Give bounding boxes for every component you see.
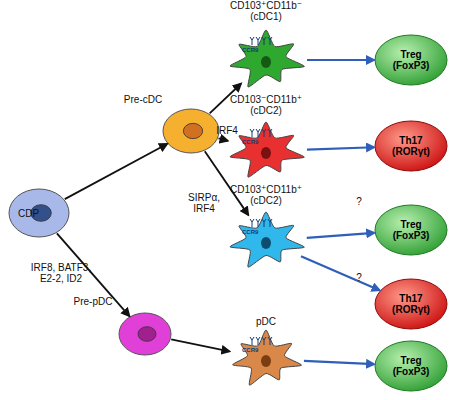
arrow-connector [307,233,374,238]
cell-outline [162,108,220,154]
receptor-symbol [250,129,272,137]
t-cell: Th17 (RORγt) [374,278,448,330]
t-cell: Treg (FoxP3) [374,340,448,392]
receptor-symbol [250,219,254,227]
progenitor-cell: Pre-pDC [118,312,172,356]
receptor-symbol [268,337,272,345]
cell-body [230,30,304,87]
cell-nucleus [261,56,271,68]
cell-body [233,330,302,385]
cell-heading: CD103⁺CD11b⁻ (cDC1) [226,0,306,22]
cell-body [230,212,304,267]
cell-nucleus [261,237,271,249]
receptor-symbol [250,37,254,45]
receptor-symbol [256,337,260,345]
cell-outline [225,212,307,270]
arrow-connector [171,339,229,351]
arrow-connector [65,144,167,199]
receptor-symbol [262,337,266,345]
t-cell: Th17 (RORγt) [374,120,448,172]
receptor-symbol [256,129,260,137]
arrow-connector [307,59,374,61]
cell-label: Treg (FoxP3) [384,355,438,377]
progenitor-cell: Pre-cDC [162,108,220,154]
cell-outline [228,330,304,388]
receptor-label: CCR9 [242,347,258,353]
progenitor-cell: CDP [8,188,70,238]
dendritic-cell: CD103⁺CD11b⁺ (cDC2)CCR9 [225,212,307,270]
cell-body [375,341,447,391]
arrow-connector [210,84,241,114]
cell-heading: CD103⁺CD11b⁺ (cDC2) [226,184,306,206]
cell-label: CDP [18,208,39,219]
edge-label: IRF4 [212,125,242,136]
cell-label: Th17 (RORγt) [384,135,438,157]
arrow-connector [218,138,227,140]
arrow-connector [301,256,380,290]
receptor-symbol [268,129,272,137]
edge-label: ? [352,272,366,283]
cell-label: Treg (FoxP3) [384,219,438,241]
cell-nucleus [261,147,271,159]
cell-heading: Pre-pDC [68,296,118,307]
cell-body [230,122,304,177]
receptor-symbol [262,129,266,137]
arrow-connector [307,147,374,149]
cell-nucleus [138,327,156,342]
receptor-label: CCR9 [242,139,258,145]
receptor-symbol [256,37,260,45]
cell-outline [118,312,172,356]
cell-nucleus [261,355,271,367]
dendritic-cell: CD103⁺CD11b⁻ (cDC1)CCR9 [225,30,307,90]
cell-heading: CD103⁻CD11b⁺ (cDC2) [226,94,306,116]
receptor-symbol [262,219,266,227]
cell-outline [225,30,307,90]
dendritic-cell: pDCCCR9 [228,330,304,388]
receptor-symbol [250,37,272,45]
receptor-symbol [268,37,272,45]
cell-label: Treg (FoxP3) [384,49,438,71]
cell-body [119,313,171,355]
cell-heading: Pre-cDC [118,94,168,105]
receptor-symbol [250,219,272,227]
cell-body [375,279,447,329]
receptor-symbol [250,337,272,345]
receptor-symbol [256,219,260,227]
receptor-symbol [268,219,272,227]
edge-label: ? [352,196,366,207]
receptor-label: CCR9 [242,229,258,235]
t-cell: Treg (FoxP3) [374,204,448,256]
cell-body [163,109,219,153]
cell-heading: pDC [246,316,286,327]
receptor-label: CCR9 [242,47,258,53]
edge-label: SIRPα, IRF4 [184,192,224,214]
receptor-symbol [250,129,254,137]
cell-nucleus [183,123,202,138]
cell-body [375,121,447,171]
cell-body [9,189,69,237]
cell-body [375,35,447,85]
receptor-symbol [262,37,266,45]
cell-body [375,205,447,255]
arrow-connector [304,361,374,364]
receptor-symbol [250,337,254,345]
edge-label: IRF8, BATF3, E2-2, ID2 [26,262,96,284]
t-cell: Treg (FoxP3) [374,34,448,86]
cell-label: Th17 (RORγt) [384,293,438,315]
